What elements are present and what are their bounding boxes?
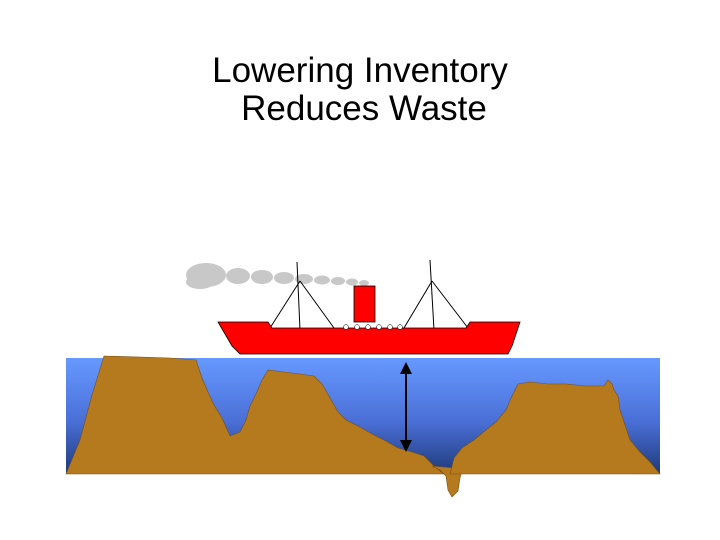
ship	[217, 259, 521, 355]
ship-rigging	[269, 259, 469, 331]
rock-left	[65, 355, 445, 475]
depth-arrow	[400, 362, 412, 452]
slide-title: Lowering Inventory Reduces Waste	[0, 52, 720, 128]
ship-portholes	[343, 324, 403, 330]
ship-funnel	[353, 285, 376, 323]
title-line-1: Lowering Inventory	[212, 51, 508, 90]
rocks	[65, 355, 661, 498]
title-line-2: Reduces Waste	[241, 89, 487, 128]
rock-right	[449, 379, 661, 475]
smoke-plume	[186, 263, 369, 289]
ship-hull	[217, 321, 521, 355]
